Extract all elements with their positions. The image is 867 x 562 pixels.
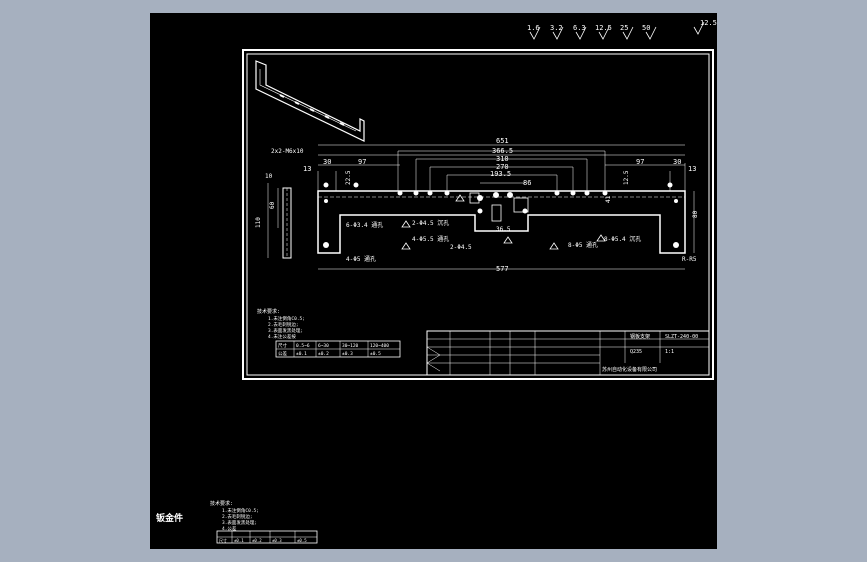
bottom-t4: ±0.5: [297, 538, 307, 543]
tol-h3: 30~120: [342, 343, 359, 349]
company: 苏州自动化设备有限公司: [602, 366, 657, 373]
bottom-note-3: 3.表面发黑处理;: [222, 519, 257, 526]
dim-80: 80: [692, 210, 699, 218]
dim-270: 270: [496, 163, 509, 171]
bottom-label: 钣金件: [156, 512, 183, 524]
bracket-3d-view: [255, 60, 365, 142]
drawing-frame-outer: [242, 49, 714, 380]
tol-v1: ±0.1: [296, 351, 307, 357]
hole-note-3: 2-Φ4.5 沉孔: [412, 219, 449, 227]
side-note: 2x2-M6x10: [271, 148, 304, 155]
hole-note-5: 8-Φ5 通孔: [568, 241, 598, 249]
dimension-lines: [317, 144, 695, 270]
tech-notes: 技术要求: 1.未注倒角C0.5; 2.去毛刺锐边; 3.表面发黑处理; 4.未…: [257, 308, 305, 340]
dim-97-left: 97: [358, 158, 366, 166]
material: Q235: [630, 349, 642, 355]
dim-97-right: 97: [636, 158, 644, 166]
tech-notes-title: 技术要求:: [257, 308, 280, 315]
dim-366: 366.5: [492, 147, 513, 155]
bottom-note-2: 2.去毛刺锐边;: [222, 513, 253, 520]
dim-22: 22.5: [345, 170, 352, 185]
roughness-6: 50: [642, 24, 650, 32]
tol-h1: 0.5~6: [296, 343, 310, 349]
roughness-5: 25: [620, 24, 628, 32]
tol-v0: 公差: [278, 350, 287, 357]
dim-86: 86: [523, 179, 531, 187]
bottom-notes-title: 技术要求:: [210, 500, 233, 507]
hole-notes: 6-Φ3.4 通孔 4-Φ5 通孔 2-Φ4.5 沉孔 4-Φ5.5 通孔 8-…: [346, 194, 641, 263]
bottom-t2: ±0.2: [252, 538, 262, 543]
dim-41: 41: [605, 195, 612, 203]
cad-drawing: 1.6 3.2 6.3 12.5 25 50 12.5 2x2-M6x10 10…: [156, 19, 717, 544]
dim-651: 651: [496, 137, 509, 145]
roughness-2: 3.2: [550, 24, 563, 32]
part-main-view: [317, 182, 686, 254]
dim-10: 10: [265, 173, 273, 180]
bottom-annotations: 钣金件 技术要求: 1.未注倒角C0.5; 2.去毛刺锐边; 3.表面发黑处理;…: [156, 500, 318, 544]
dim-60: 60: [269, 201, 276, 209]
bottom-t1: ±0.1: [234, 538, 244, 543]
cad-viewport[interactable]: 1.6 3.2 6.3 12.5 25 50 12.5 2x2-M6x10 10…: [150, 13, 717, 549]
dim-13-right: 13: [688, 165, 696, 173]
dim-30-right: 30: [673, 158, 681, 166]
hole-note-7: 2-Φ4.5: [450, 244, 472, 251]
dim-36: 36.5: [496, 226, 511, 233]
dim-310: 310: [496, 155, 509, 163]
roughness-1: 1.6: [527, 24, 540, 32]
bottom-note-1: 1.未注倒角C0.5;: [222, 507, 259, 514]
holes: [323, 182, 679, 248]
scale: 1:1: [665, 349, 674, 355]
roughness-4: 12.5: [595, 24, 612, 32]
tol-v4: ±0.5: [370, 351, 381, 357]
roughness-top-right: 12.5: [700, 19, 717, 27]
tol-h4: 120~400: [370, 343, 389, 349]
bottom-note-4: 4.公差: [222, 525, 237, 532]
tol-h2: 6~30: [318, 343, 329, 349]
roughness-3: 6.3: [573, 24, 586, 32]
part-name: 钢板支架: [630, 333, 650, 340]
tech-note-3: 3.表面发黑处理;: [268, 327, 303, 334]
dim-577: 577: [496, 265, 509, 273]
dim-110: 110: [255, 217, 262, 228]
hole-note-2: 4-Φ5 通孔: [346, 255, 376, 263]
tolerance-table: 尺寸 0.5~6 6~30 30~120 120~400 公差 ±0.1 ±0.…: [275, 340, 401, 358]
dim-30-left: 30: [323, 158, 331, 166]
tol-v2: ±0.2: [318, 351, 329, 357]
tol-h0: 尺寸: [278, 342, 287, 349]
roughness-symbols: 1.6 3.2 6.3 12.5 25 50 12.5: [527, 19, 717, 40]
r-note: R-R5: [682, 256, 697, 263]
tech-note-1: 1.未注倒角C0.5;: [268, 315, 305, 322]
dim-193: 193.5: [490, 170, 511, 178]
hole-note-1: 6-Φ3.4 通孔: [346, 221, 383, 229]
side-view: 2x2-M6x10 10 60 110: [255, 148, 304, 259]
dim-12: 12.5: [623, 170, 630, 185]
drawing-no: SLZT-240-00: [665, 334, 698, 340]
bottom-t3: ±0.3: [272, 538, 282, 543]
dim-13-left: 13: [303, 165, 311, 173]
bottom-t0: 尺寸: [219, 537, 227, 543]
tol-v3: ±0.3: [342, 351, 353, 357]
hole-note-6: 8-Φ5.4 沉孔: [604, 235, 641, 243]
tech-note-2: 2.去毛刺锐边;: [268, 321, 299, 328]
hole-note-4: 4-Φ5.5 通孔: [412, 235, 449, 243]
tech-note-4: 4.未注公差按: [268, 333, 296, 340]
title-block: 钢板支架 SLZT-240-00 Q235 1:1 苏州自动化设备有限公司: [426, 330, 710, 376]
